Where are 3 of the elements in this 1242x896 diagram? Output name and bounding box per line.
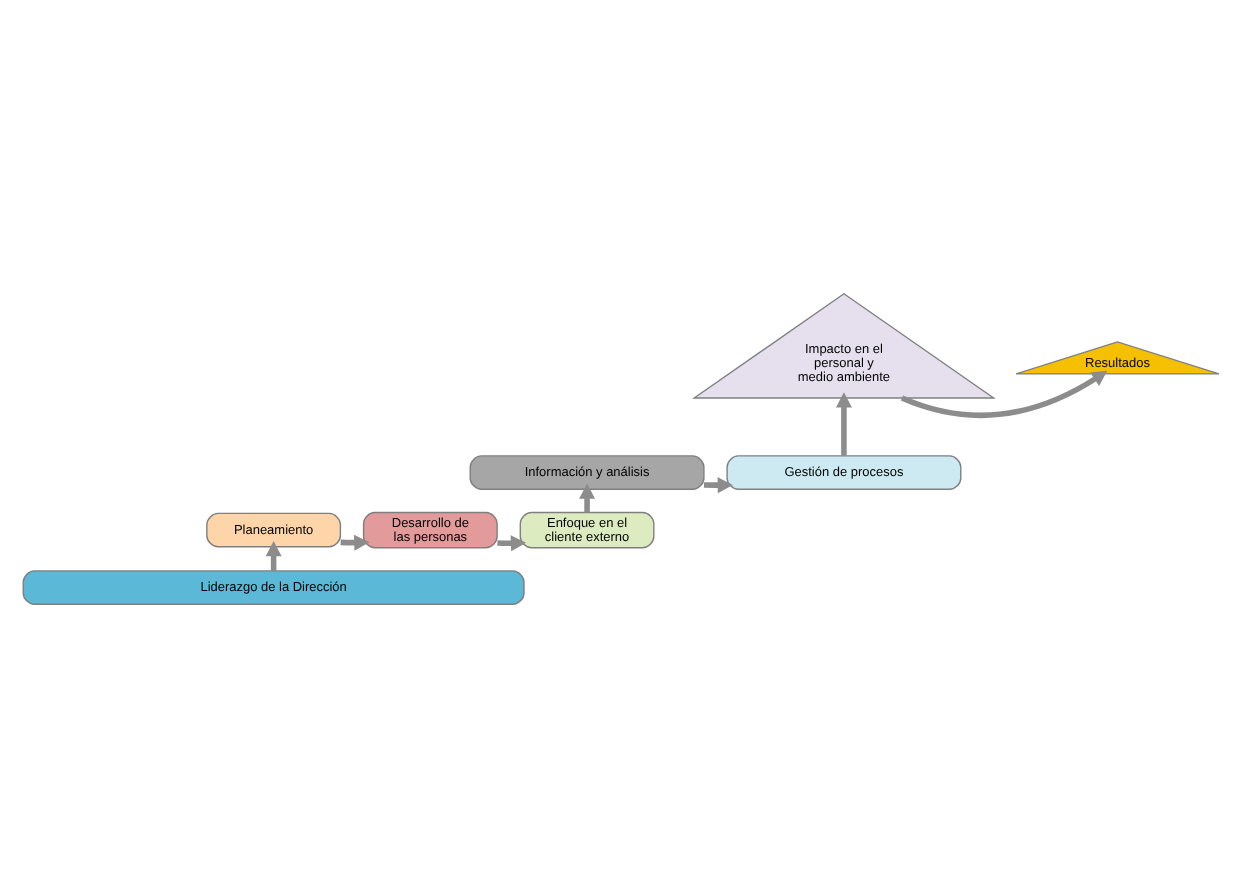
arrow: [835, 391, 852, 455]
arrow: [703, 476, 733, 493]
arrow: [900, 369, 1108, 418]
